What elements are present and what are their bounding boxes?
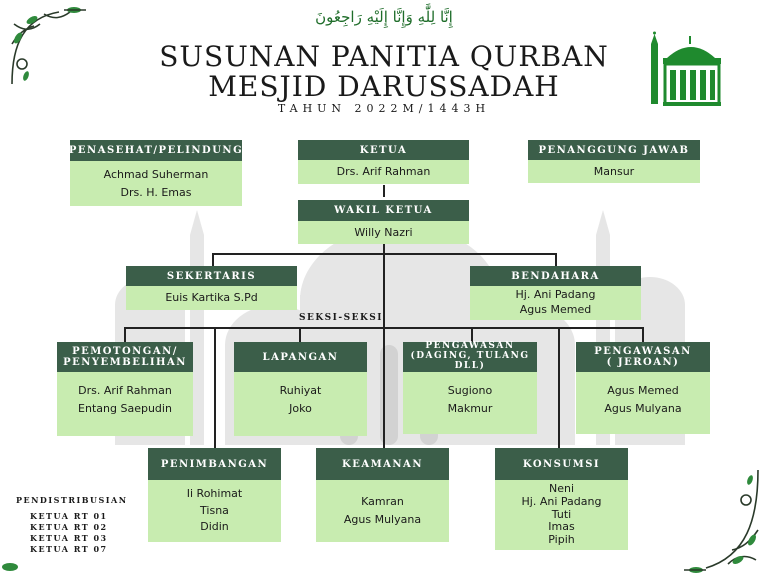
person-name: Entang Saepudin (78, 402, 172, 415)
person-name: Pipih (548, 532, 575, 546)
ketua-wakil-connector (383, 185, 385, 197)
box-names: Agus Memed Agus Mulyana (576, 372, 710, 428)
box-names: Neni Hj. Ani Padang Tuti Imas Pipih (495, 480, 628, 550)
person-name: Agus Mulyana (343, 513, 422, 526)
sekertaris-drop (212, 253, 214, 267)
box-names: Achmad Suherman Drs. H. Emas (70, 161, 242, 206)
box-title: PENIMBANGAN (148, 448, 281, 480)
box-penasehat: PENASEHAT/PELINDUNG Achmad Suherman Drs.… (69, 140, 242, 206)
box-title: SEKERTARIS (126, 266, 297, 286)
person-name: Willy Nazri (354, 225, 413, 239)
box-names: Sugiono Makmur (403, 372, 537, 428)
box-penimbangan: PENIMBANGAN Ii Rohimat Tisna Didin (148, 448, 281, 542)
page-title-line2: MESJID DARUSSADAH (208, 70, 560, 103)
person-name: Agus Memed (519, 303, 592, 316)
box-pengawasan-jeroan: PENGAWASAN ( JEROAN) Agus Memed Agus Mul… (576, 342, 710, 434)
person-name: Agus Memed (607, 384, 679, 398)
seksi-label: SEKSI-SEKSI (298, 313, 384, 323)
box-title: WAKIL KETUA (298, 200, 469, 221)
person-name: Sugiono (447, 384, 493, 398)
bendahara-drop (555, 253, 557, 267)
sekertaris-bendahara-hline (212, 253, 557, 255)
bottom-left-leaf-icon (2, 563, 18, 571)
top-left-ornament-icon (11, 7, 86, 85)
drop-penimbangan (214, 327, 216, 449)
person-name: Agus Mulyana (604, 402, 682, 415)
box-title: PEMOTONGAN/ PENYEMBELIHAN (57, 342, 193, 372)
mosque-icon (651, 31, 721, 106)
person-name: Imas (548, 520, 575, 534)
person-name: Ii Rohimat (186, 487, 243, 501)
box-pengawasan-daging: PENGAWASAN (DAGING, TULANG DLL) Sugiono … (403, 341, 537, 434)
person-name: Tuti (551, 507, 572, 521)
box-keamanan: KEAMANAN Kamran Agus Mulyana (316, 448, 449, 542)
box-title: KETUA (298, 140, 469, 160)
person-name: Drs. Arif Rahman (78, 384, 172, 398)
box-konsumsi: KONSUMSI Neni Hj. Ani Padang Tuti Imas P… (495, 448, 628, 550)
box-names: Ruhiyat Joko (234, 372, 367, 428)
bottom-right-ornament-icon (684, 469, 759, 573)
arabic-calligraphy: إِنَّا لِلَّٰهِ وَإِنَّا إِلَيْهِ رَاجِع… (315, 8, 453, 26)
person-name: Neni (548, 482, 575, 496)
distribusi-title: PENDISTRIBUSIAN (16, 495, 128, 505)
person-name: Joko (289, 402, 312, 415)
box-title: PENGAWASAN ( JEROAN) (576, 342, 710, 372)
box-pemotongan: PEMOTONGAN/ PENYEMBELIHAN Drs. Arif Rahm… (57, 342, 193, 436)
box-title: PENGAWASAN (DAGING, TULANG DLL) (403, 341, 537, 372)
box-title: BENDAHARA (470, 266, 641, 286)
box-names: Mansur (528, 160, 700, 183)
person-name: Tisna (200, 503, 229, 517)
box-title: PENASEHAT/PELINDUNG (69, 140, 242, 161)
person-name: Drs. H. Emas (120, 185, 192, 199)
seksi-hline (124, 327, 644, 329)
box-names: Willy Nazri (298, 221, 469, 244)
person-name: Euis Kartika S.Pd (165, 291, 258, 305)
drop-konsumsi (558, 327, 560, 449)
box-names: Ii Rohimat Tisna Didin (148, 480, 281, 542)
box-sekertaris: SEKERTARIS Euis Kartika S.Pd (126, 266, 297, 310)
distribusi-item: KETUA RT 07 (30, 544, 108, 554)
box-names: Drs. Arif Rahman Entang Saepudin (57, 372, 193, 428)
box-names: Kamran Agus Mulyana (316, 480, 449, 542)
box-bendahara: BENDAHARA Hj. Ani Padang Agus Memed (470, 266, 641, 320)
box-penanggung-jawab: PENANGGUNG JAWAB Mansur (528, 140, 700, 183)
person-name: Hj. Ani Padang (521, 495, 602, 509)
page-title-line1: SUSUNAN PANITIA QURBAN (159, 40, 609, 73)
page-year: TAHUN 2022M/1443H (277, 102, 491, 115)
person-name: Makmur (447, 402, 493, 415)
distribusi-item: KETUA RT 01 (30, 511, 108, 521)
distribusi-item: KETUA RT 03 (30, 533, 108, 543)
person-name: Mansur (593, 164, 635, 178)
drop-lapangan (299, 327, 301, 343)
main-vertical-connector (383, 243, 385, 455)
box-title: KEAMANAN (316, 448, 449, 480)
drop-pengawasan1 (471, 327, 473, 343)
box-wakil-ketua: WAKIL KETUA Willy Nazri (298, 200, 469, 244)
person-name: Achmad Suherman (103, 167, 209, 181)
person-name: Didin (200, 520, 229, 534)
drop-pemotongan (124, 327, 126, 343)
distribusi-item: KETUA RT 02 (30, 522, 108, 532)
person-name: Kamran (361, 495, 404, 509)
box-names: Drs. Arif Rahman (298, 160, 469, 184)
person-name: Drs. Arif Rahman (336, 165, 431, 179)
person-name: Hj. Ani Padang (515, 288, 596, 302)
box-title: KONSUMSI (495, 448, 628, 480)
drop-pengawasan2 (642, 327, 644, 343)
box-ketua: KETUA Drs. Arif Rahman (298, 140, 469, 184)
box-names: Euis Kartika S.Pd (126, 286, 297, 310)
box-title: PENANGGUNG JAWAB (528, 140, 700, 160)
box-names: Hj. Ani Padang Agus Memed (470, 286, 641, 320)
box-lapangan: LAPANGAN Ruhiyat Joko (234, 342, 367, 436)
person-name: Ruhiyat (279, 384, 322, 398)
box-title: LAPANGAN (234, 342, 367, 372)
